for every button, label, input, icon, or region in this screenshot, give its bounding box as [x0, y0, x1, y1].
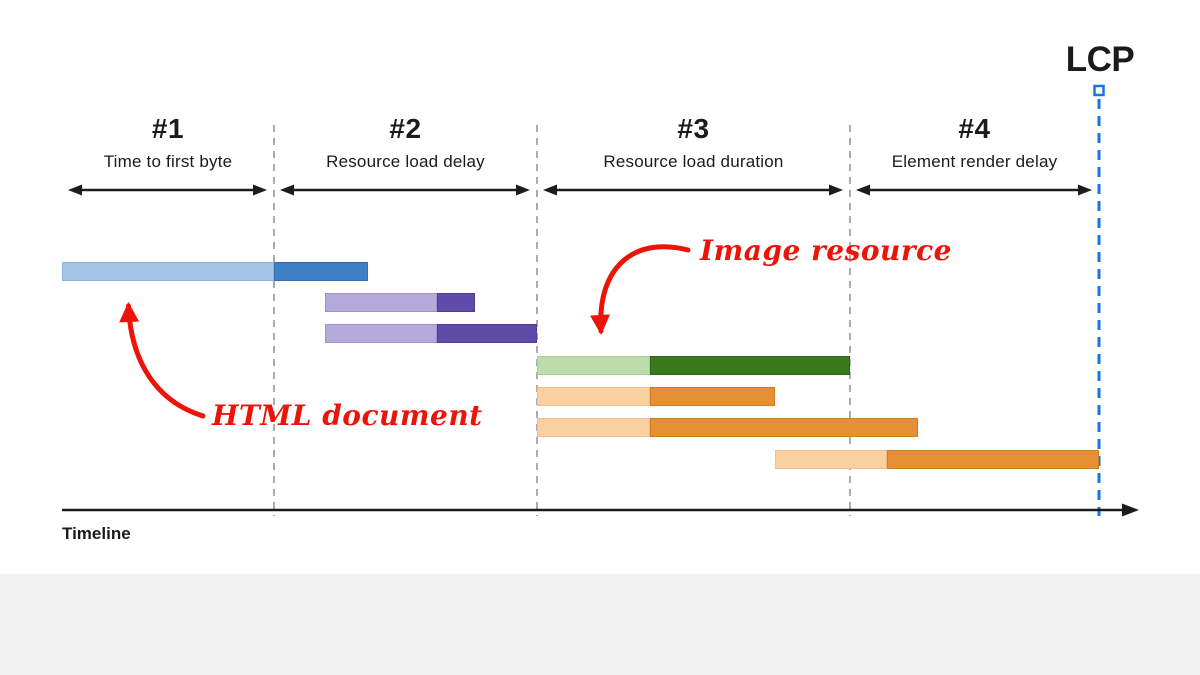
phase-number: #1	[151, 113, 185, 144]
bar-duration-segment	[437, 324, 537, 343]
bar-duration-segment	[650, 418, 918, 437]
bar-delay-segment	[537, 418, 650, 437]
document-bar	[62, 262, 368, 281]
bar-duration-segment	[887, 450, 1099, 469]
phase-range-arrowhead-left	[68, 184, 82, 196]
phase-range-arrowhead-left	[280, 184, 294, 196]
phase-range-arrowhead-right	[829, 184, 843, 196]
phase-section: #3 Resource load duration	[537, 113, 850, 172]
phase-number: #3	[677, 113, 710, 144]
phase-label: Resource load delay	[326, 151, 485, 171]
script-bar	[537, 387, 775, 406]
phase-label: Time to first byte	[103, 151, 233, 171]
stylesheet-bar	[325, 293, 475, 312]
legend-strip: Document Stylesheet Script Image	[0, 574, 1200, 675]
bar-duration-segment	[650, 387, 775, 406]
bar-duration-segment	[274, 262, 368, 281]
stylesheet-bar	[325, 324, 537, 343]
phase-number: #4	[958, 113, 991, 144]
bar-duration-segment	[437, 293, 475, 312]
phase-range-arrowhead-right	[253, 184, 267, 196]
bar-delay-segment	[537, 387, 650, 406]
phase-range-arrowhead-left	[543, 184, 557, 196]
bar-delay-segment	[325, 324, 437, 343]
phase-section: #1 Time to first byte	[62, 113, 274, 172]
phase-range-arrowhead-right	[516, 184, 530, 196]
phase-label: Element render delay	[891, 151, 1058, 171]
phase-label: Resource load duration	[603, 151, 784, 171]
script-bar	[537, 418, 918, 437]
lcp-marker-icon	[1093, 84, 1105, 97]
lcp-title: LCP	[1065, 40, 1135, 79]
bar-duration-segment	[650, 356, 850, 375]
script-bar	[775, 450, 1099, 469]
phase-number: #2	[389, 113, 422, 144]
bar-delay-segment	[325, 293, 437, 312]
image-bar	[537, 356, 850, 375]
phase-range-arrowhead-left	[856, 184, 870, 196]
timeline-axis-label: Timeline	[62, 524, 131, 543]
bar-delay-segment	[537, 356, 650, 375]
image-resource-annotation-arrow	[590, 244, 691, 335]
image-resource-annotation: Image resource	[700, 234, 952, 267]
phase-section: #4 Element render delay	[850, 113, 1099, 172]
phase-range-arrowhead-right	[1078, 184, 1092, 196]
bar-delay-segment	[775, 450, 887, 469]
html-document-annotation: HTML document	[212, 399, 483, 432]
html-document-annotation-arrow	[119, 302, 206, 419]
bar-delay-segment	[62, 262, 274, 281]
timeline-axis-arrowhead	[1122, 503, 1139, 517]
phase-section: #2 Resource load delay	[274, 113, 537, 172]
